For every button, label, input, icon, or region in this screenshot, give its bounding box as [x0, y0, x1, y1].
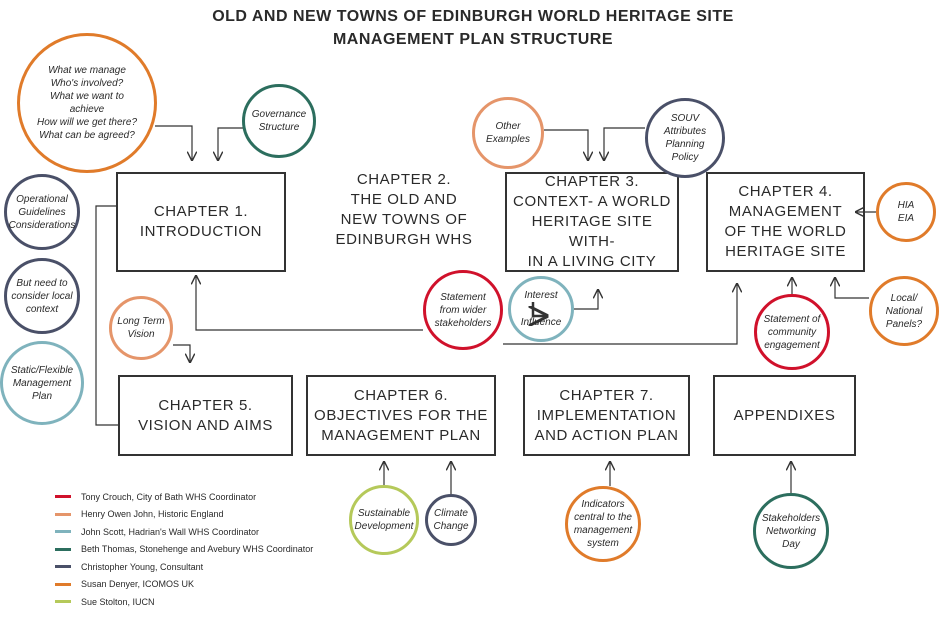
circle-hia-eia: HIA EIA — [876, 182, 936, 242]
chapter-1-box: CHAPTER 1. INTRODUCTION — [116, 172, 286, 272]
legend-label: Susan Denyer, ICOMOS UK — [81, 579, 195, 590]
arrow-governance — [218, 127, 243, 160]
chapter-4-box: CHAPTER 4. MANAGEMENT OF THE WORLD HERIT… — [706, 172, 865, 272]
influence-label: Influence — [520, 317, 562, 328]
circle-local-context: But need to consider local context — [4, 258, 80, 334]
circle-networking: Stakeholders Networking Day — [753, 493, 829, 569]
legend-item: Henry Owen John, Historic England — [55, 506, 313, 524]
legend-item: John Scott, Hadrian's Wall WHS Coordinat… — [55, 523, 313, 541]
legend-item: Christopher Young, Consultant — [55, 558, 313, 576]
circle-sustainable: Sustainable Development — [349, 485, 419, 555]
legend-item: Susan Denyer, ICOMOS UK — [55, 576, 313, 594]
appendixes-box: APPENDIXES — [713, 375, 856, 456]
circle-souv: SOUV Attributes Planning Policy — [645, 98, 725, 178]
circle-panels: Local/ National Panels? — [869, 276, 939, 346]
chapter-3-box: CHAPTER 3. CONTEXT- A WORLD HERITAGE SIT… — [505, 172, 679, 272]
legend-label: Tony Crouch, City of Bath WHS Coordinato… — [81, 491, 257, 502]
legend-label: Henry Owen John, Historic England — [81, 509, 224, 520]
chapter-2-box: CHAPTER 2. THE OLD AND NEW TOWNS OF EDIN… — [335, 171, 473, 248]
circle-long-term: Long Term Vision — [109, 296, 173, 360]
circle-community: Statement of community engagement — [754, 294, 830, 370]
arrow-wider-stakeholders — [196, 276, 423, 331]
arrow-long-term — [173, 344, 190, 362]
legend-label: Sue Stolton, IUCN — [81, 596, 155, 607]
chapter-5-box: CHAPTER 5. VISION AND AIMS — [118, 375, 293, 456]
circle-climate: Climate Change — [425, 494, 477, 546]
legend-swatch — [55, 582, 71, 586]
legend-swatch — [55, 600, 71, 604]
legend-swatch — [55, 565, 71, 569]
bracket-left — [95, 205, 118, 426]
chapter-7-box: CHAPTER 7. IMPLEMENTATION AND ACTION PLA… — [523, 375, 690, 456]
circle-wider-stakeholders: Statement from wider stakeholders — [423, 270, 503, 350]
title-line-2: MANAGEMENT PLAN STRUCTURE — [332, 31, 614, 48]
circle-operational: Operational Guidelines Considerations — [4, 174, 80, 250]
chapter-6-box: CHAPTER 6. OBJECTIVES FOR THE MANAGEMENT… — [306, 375, 496, 456]
legend-item: Sue Stolton, IUCN — [55, 593, 313, 611]
legend-item: Tony Crouch, City of Bath WHS Coordinato… — [55, 488, 313, 506]
legend-label: Beth Thomas, Stonehenge and Avebury WHS … — [81, 544, 314, 555]
title-line-1: OLD AND NEW TOWNS OF EDINBURGH WORLD HER… — [212, 8, 734, 25]
arrow-interest — [574, 290, 598, 310]
circle-governance: Governance Structure — [242, 84, 316, 158]
legend-swatch — [55, 512, 71, 516]
legend-swatch — [55, 547, 71, 551]
circle-indicators: Indicators central to the management sys… — [565, 486, 641, 562]
legend-item: Beth Thomas, Stonehenge and Avebury WHS … — [55, 541, 313, 559]
circle-interest-influence: Interest Influence — [508, 276, 574, 342]
arrow-what-we-manage — [155, 125, 192, 160]
legend-swatch — [55, 530, 71, 534]
circle-other-examples: Other Examples — [472, 97, 544, 169]
legend-swatch — [55, 495, 71, 499]
legend-label: Christopher Young, Consultant — [81, 561, 204, 572]
arrow-to-ch4 — [503, 284, 737, 345]
circle-static-flexible: Static/Flexible Management Plan — [0, 341, 84, 425]
arrow-other-examples — [544, 129, 588, 160]
circle-what-we-manage: What we manage Who's involved? What we w… — [17, 33, 157, 173]
arrow-souv — [604, 127, 645, 160]
arrow-panels — [835, 278, 869, 299]
legend: Tony Crouch, City of Bath WHS Coordinato… — [55, 488, 313, 611]
interest-label: Interest — [524, 290, 558, 301]
legend-label: John Scott, Hadrian's Wall WHS Coordinat… — [81, 526, 259, 537]
